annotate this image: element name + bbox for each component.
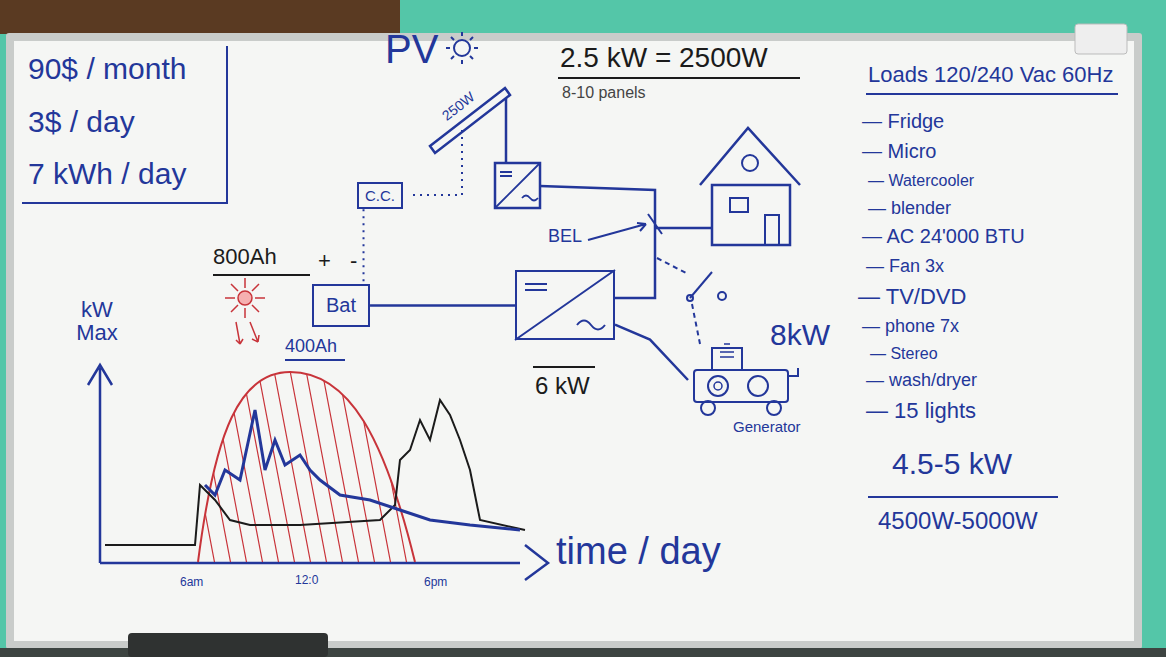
generator-alternator (748, 376, 768, 396)
meter-arrow (588, 214, 662, 240)
energy-text: 7 kWh / day (28, 157, 186, 192)
battery-capacity: 400Ah (285, 336, 337, 357)
meter-label: BEL (548, 226, 582, 247)
generator-wheel (767, 401, 781, 415)
polarity-sign: - (350, 248, 357, 273)
load-item: — Watercooler (868, 172, 974, 190)
power-rating: 8kW (770, 318, 830, 353)
load-item: — Stereo (870, 345, 938, 363)
load-item: — TV/DVD (858, 284, 966, 309)
sun-rays (446, 32, 478, 64)
generator-engine (714, 382, 722, 390)
generator-wheel (701, 401, 715, 415)
underline (285, 359, 345, 361)
power-rating: 6 kW (535, 372, 590, 400)
tick-label: 6pm (424, 576, 447, 590)
loads-heading: Loads 120/240 Vac 60Hz (868, 62, 1113, 87)
load-item: — blender (868, 198, 951, 219)
cost-text: 3$ / day (28, 105, 186, 140)
underline (866, 93, 1118, 95)
y-axis (88, 365, 112, 563)
dc-ac-sign (515, 270, 615, 340)
panel-count: 8-10 panels (562, 84, 646, 102)
house-wall (712, 185, 790, 245)
load-item: — Fan 3x (866, 256, 944, 277)
house-window (730, 198, 748, 212)
pv-wire (505, 98, 508, 163)
overline (533, 366, 595, 368)
polarity-sign: + (318, 248, 331, 273)
tick-label: 12:0 (295, 574, 318, 588)
switch-link (657, 258, 688, 274)
connector (370, 304, 515, 307)
array-size: 2.5 kW = 2500W (560, 42, 768, 74)
cost-summary-box: 90$ / month 3$ / day 7 kWh / day (22, 46, 228, 204)
sun-symbol (238, 291, 252, 305)
underline (213, 274, 310, 276)
load-item: — phone 7x (862, 316, 959, 337)
component-label: Bat (326, 294, 356, 317)
house-wire (655, 227, 712, 230)
tick-label: 6am (180, 576, 203, 590)
underline (558, 77, 800, 79)
house-door (765, 215, 779, 245)
load-item: — Micro (862, 140, 936, 163)
dc-wire-dotted (408, 130, 462, 195)
generator-exhaust (788, 368, 798, 376)
house-window (742, 155, 758, 171)
title-text: PV (385, 26, 438, 72)
axis-label: time / day (556, 530, 721, 574)
component-caption: Generator (733, 418, 801, 435)
pv-panel (430, 88, 510, 153)
consumption-curve (205, 410, 520, 530)
load-item: — 15 lights (866, 398, 976, 423)
board-surface (14, 41, 1134, 641)
sun-symbol (454, 40, 470, 56)
generator-tank-detail (720, 344, 734, 357)
inverter-box: 6 kW (515, 270, 615, 340)
grid-inverter-symbol (495, 163, 540, 208)
load-item: — Fridge (862, 110, 944, 133)
generator-engine (708, 376, 728, 396)
switch-contact (718, 292, 726, 300)
board-frame (6, 33, 1142, 649)
house-roof (700, 128, 800, 185)
total-load: 4500W-5000W (878, 507, 1038, 535)
dc-ac-sign (495, 163, 540, 208)
connector (363, 209, 365, 284)
underline (868, 496, 1058, 498)
switch-link (692, 304, 700, 344)
connector (615, 325, 688, 380)
load-item: — wash/dryer (866, 370, 977, 391)
component-label: C.C. (365, 187, 395, 204)
marker-holder (1075, 24, 1127, 54)
generator-frame (694, 370, 788, 402)
sun-rays (225, 278, 265, 344)
load-curve (105, 400, 525, 545)
generator-node: 8kW Generator (688, 318, 838, 443)
eraser (128, 633, 328, 657)
battery-box: Bat (312, 284, 370, 327)
charge-controller-box: C.C. (357, 182, 403, 209)
total-load: 4.5-5 kW (892, 447, 1012, 482)
wood-trim (0, 0, 400, 34)
cost-text: 90$ / month (28, 52, 186, 87)
axis-label: kW Max (68, 298, 126, 344)
panel-rating: 250W (439, 88, 478, 123)
load-item: — AC 24'000 BTU (862, 225, 1025, 248)
battery-capacity: 800Ah (213, 244, 277, 269)
switch-lever (690, 272, 712, 298)
